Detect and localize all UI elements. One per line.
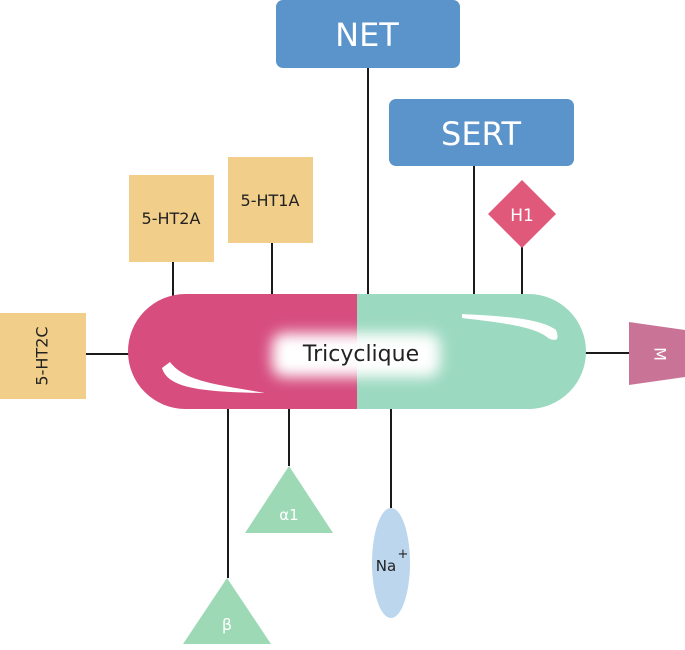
center-label: Tricyclique	[302, 342, 419, 367]
na-channel-ellipse	[372, 508, 410, 618]
center-label-glow	[272, 333, 440, 377]
ht2c-label: 5-HT2C	[33, 326, 52, 385]
connector-lines	[86, 66, 630, 578]
h1-label: H1	[510, 206, 534, 226]
alpha1-triangle	[245, 466, 333, 533]
sert-label: SERT	[441, 115, 521, 153]
h1-diamond	[488, 180, 556, 248]
beta-triangle	[183, 578, 271, 644]
alpha1-label: α1	[279, 506, 298, 524]
ht2c-box	[0, 313, 86, 399]
na-label: Na	[376, 557, 396, 575]
sert-box	[389, 99, 574, 166]
m-trapezoid	[629, 322, 685, 385]
net-label: NET	[335, 16, 399, 54]
ht1a-label: 5-HT1A	[241, 191, 300, 210]
net-box	[276, 0, 460, 68]
beta-label: β	[222, 615, 232, 634]
capsule-highlight-right	[462, 314, 558, 340]
ht2a-box	[129, 175, 214, 262]
capsule-highlight-left	[162, 362, 265, 393]
na-superscript: +	[398, 547, 409, 562]
m-label: M	[651, 347, 670, 361]
ht2a-label: 5-HT2A	[142, 209, 201, 228]
ht1a-box	[228, 157, 313, 243]
